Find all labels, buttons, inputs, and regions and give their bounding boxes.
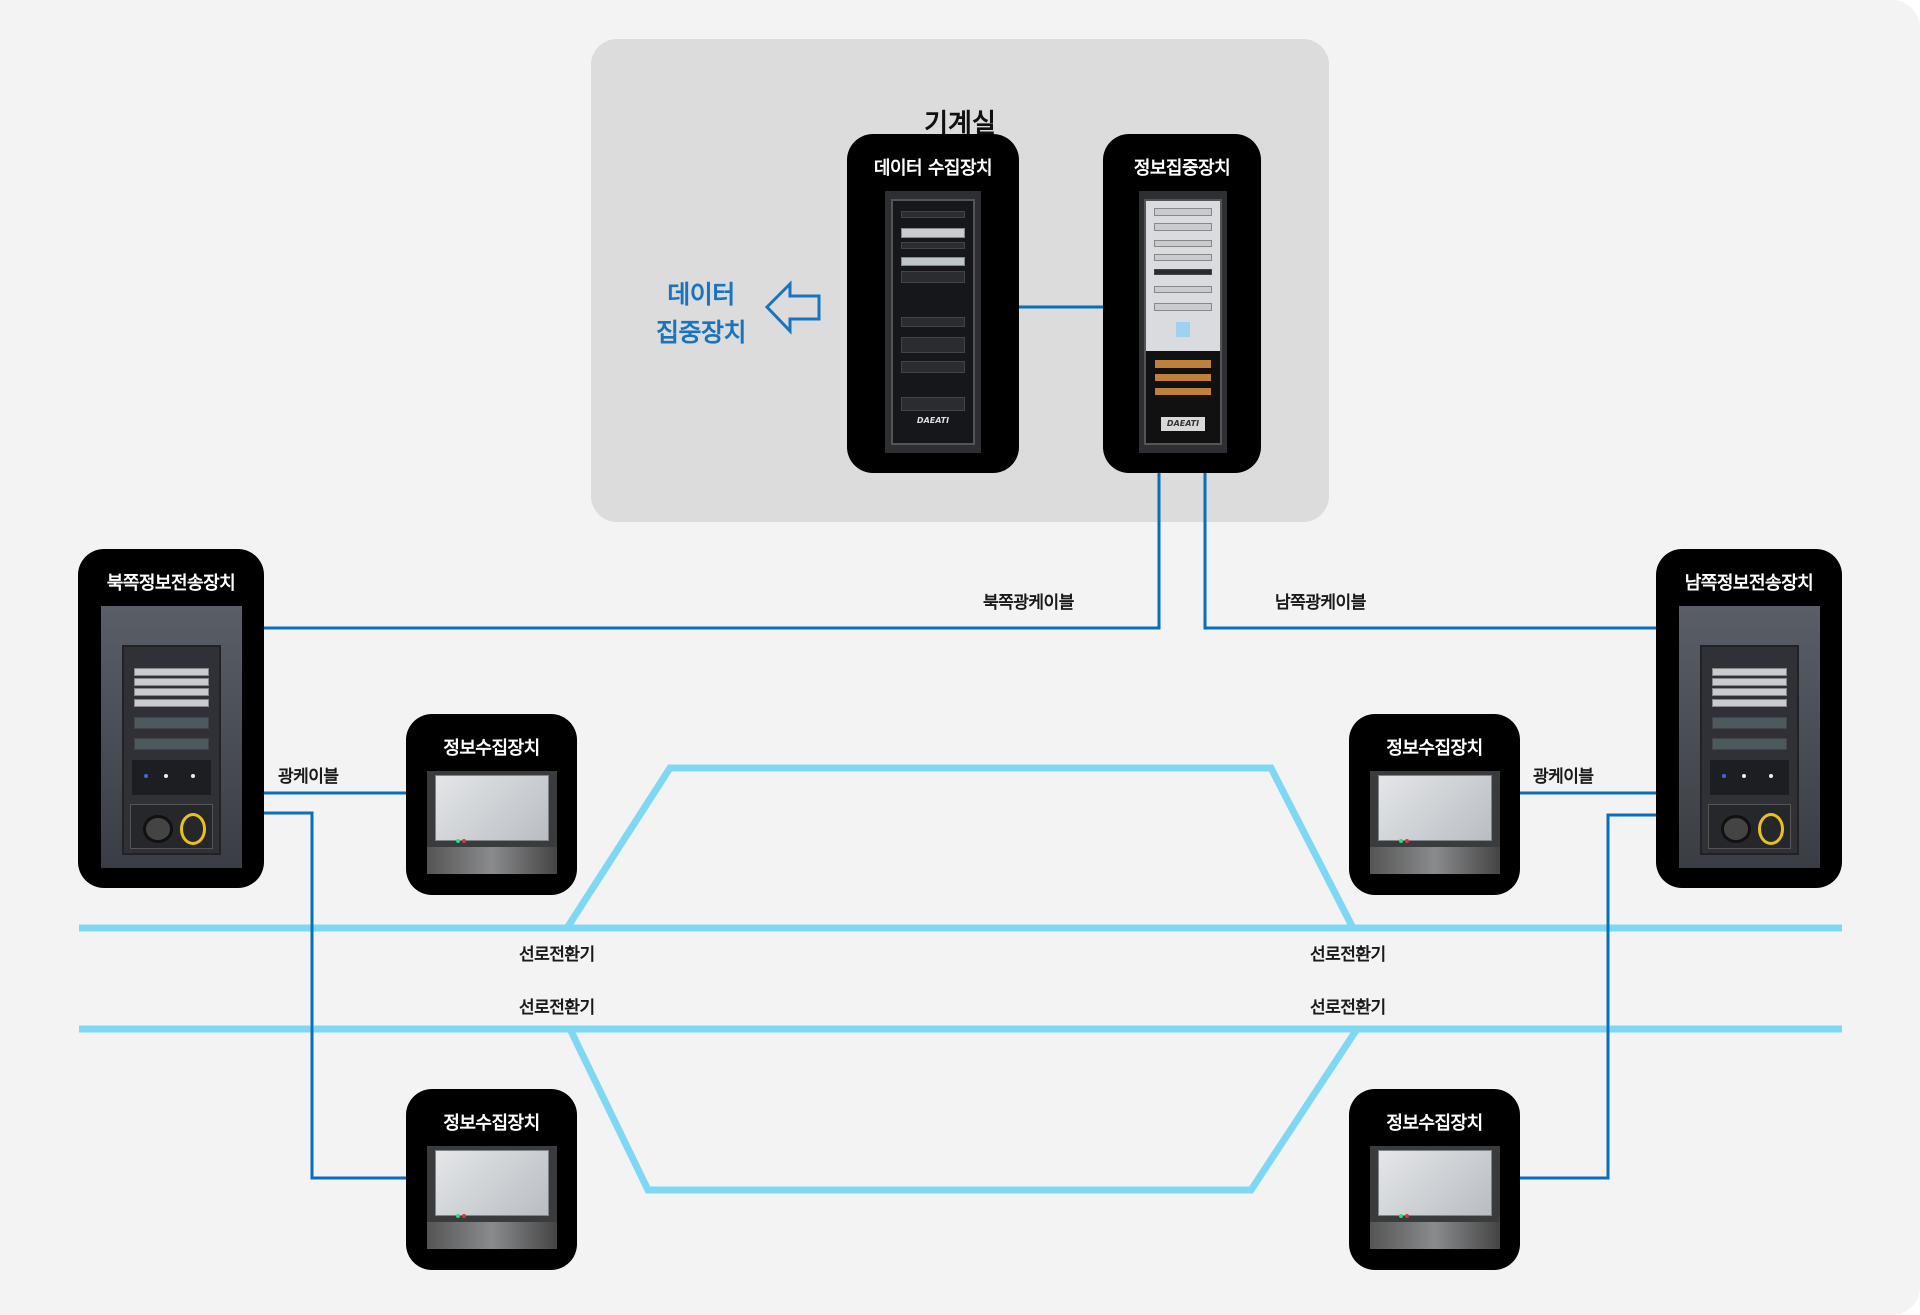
info-concentrator-logo: DAEATI <box>1160 417 1206 432</box>
hollow-left-arrow-icon <box>764 280 821 335</box>
siding-lower <box>566 1027 1360 1194</box>
siding-upper <box>564 764 1357 930</box>
south-transmitter-title: 남쪽정보전송장치 <box>1684 573 1814 594</box>
collector-ne-photo <box>1370 771 1500 874</box>
south-transmitter-photo <box>1679 606 1820 868</box>
data-concentrator-label: 데이터 집중장치 <box>630 276 772 352</box>
switch-label-upper-left: 선로전환기 <box>519 945 595 965</box>
data-collector-photo: DAEATI <box>885 191 981 453</box>
collector-sw-device[interactable]: 정보수집장치 <box>406 1089 577 1270</box>
data-collector-title: 데이터 수집장치 <box>873 158 993 179</box>
info-concentrator-title: 정보집중장치 <box>1133 158 1231 179</box>
data-collector-device[interactable]: 데이터 수집장치 DAEATI <box>847 134 1019 473</box>
info-concentrator-photo: DAEATI <box>1139 191 1227 453</box>
switch-label-lower-left: 선로전환기 <box>519 998 595 1018</box>
collector-nw-title: 정보수집장치 <box>443 738 540 759</box>
north-transmitter-title: 북쪽정보전송장치 <box>106 573 236 594</box>
cable-south-to-collector-se <box>1520 813 1656 1180</box>
collector-sw-title: 정보수집장치 <box>443 1113 540 1134</box>
cable-north-fiber <box>264 473 1161 630</box>
collector-nw-photo <box>427 771 557 874</box>
fiber-label-right: 광케이블 <box>1533 767 1594 787</box>
fiber-label-left: 광케이블 <box>278 767 339 787</box>
cable-north-to-collector-sw <box>264 811 406 1180</box>
collector-nw-device[interactable]: 정보수집장치 <box>406 714 577 895</box>
data-concentrator-label-line1: 데이터 <box>667 280 735 309</box>
collector-sw-photo <box>427 1146 557 1249</box>
collector-ne-device[interactable]: 정보수집장치 <box>1349 714 1520 895</box>
switch-label-upper-right: 선로전환기 <box>1310 945 1386 965</box>
collector-ne-title: 정보수집장치 <box>1386 738 1483 759</box>
data-collector-logo: DAEATI <box>916 416 950 426</box>
north-transmitter-photo <box>101 606 242 868</box>
cable-south-fiber <box>1203 473 1656 630</box>
south-transmitter-device[interactable]: 남쪽정보전송장치 <box>1656 549 1842 888</box>
collector-se-photo <box>1370 1146 1500 1249</box>
switch-label-lower-right: 선로전환기 <box>1310 998 1386 1018</box>
south-fiber-label: 남쪽광케이블 <box>1275 593 1366 613</box>
data-concentrator-label-line2: 집중장치 <box>655 318 747 347</box>
collector-se-title: 정보수집장치 <box>1386 1113 1483 1134</box>
info-concentrator-device[interactable]: 정보집중장치 DAEATI <box>1103 134 1261 473</box>
north-fiber-label: 북쪽광케이블 <box>983 593 1074 613</box>
collector-se-device[interactable]: 정보수집장치 <box>1349 1089 1520 1270</box>
north-transmitter-device[interactable]: 북쪽정보전송장치 <box>78 549 264 888</box>
